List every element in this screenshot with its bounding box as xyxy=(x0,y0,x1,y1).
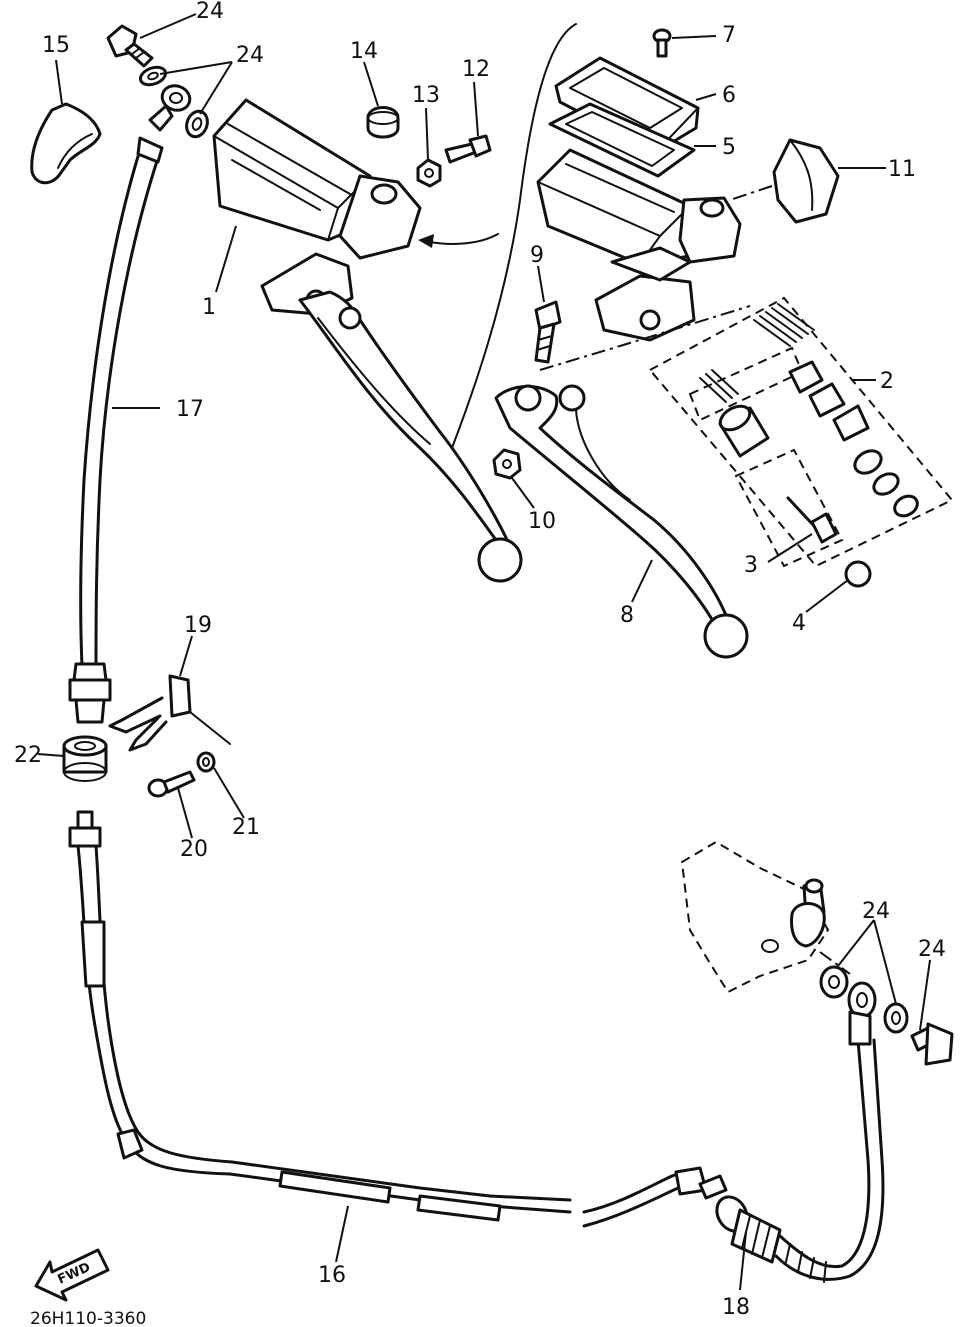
callout-7: 7 xyxy=(722,23,736,48)
callout-9: 9 xyxy=(530,243,544,268)
part-22-grommet xyxy=(62,735,108,782)
callout-8: 8 xyxy=(620,603,634,628)
part-8-lever xyxy=(494,384,749,659)
fwd-arrow-icon: FWD xyxy=(34,1248,110,1302)
part-9-pivot-bolt xyxy=(534,300,562,364)
part-23-union-bolt-bottom xyxy=(910,1022,954,1066)
part-7-screw xyxy=(652,28,672,58)
master-cylinder-body xyxy=(536,148,742,342)
part-16-clutch-hose-lower xyxy=(68,810,708,1228)
callout-10: 10 xyxy=(528,509,556,534)
part-5-diaphragm xyxy=(548,102,696,178)
part-15-rubber-boot xyxy=(30,102,102,185)
callout-5: 5 xyxy=(722,135,736,160)
part-24-copper-washers-top xyxy=(138,65,209,139)
leader-lines xyxy=(37,13,931,1291)
callout-21: 21 xyxy=(232,815,260,840)
part-2-piston-kit xyxy=(648,296,954,568)
swap-arrow xyxy=(418,233,499,248)
callout-22: 22 xyxy=(14,743,42,768)
part-21-washer xyxy=(196,751,216,773)
callout-18: 18 xyxy=(722,1295,750,1320)
part-18-fitting xyxy=(698,1038,885,1283)
part-20-screw xyxy=(147,770,196,798)
callout-13: 13 xyxy=(412,83,440,108)
callout-19: 19 xyxy=(184,613,212,638)
callout-6: 6 xyxy=(722,83,736,108)
callout-20: 20 xyxy=(180,837,208,862)
callout-16: 16 xyxy=(318,1263,346,1288)
alignment-line xyxy=(539,305,751,371)
callout-1: 1 xyxy=(202,295,216,320)
part-23-union-bolt-top xyxy=(106,24,154,68)
callout-24-top: 24 xyxy=(236,43,264,68)
callout-3: 3 xyxy=(744,553,758,578)
part-13-nut xyxy=(416,158,442,188)
separator-line xyxy=(451,23,577,449)
callout-17: 17 xyxy=(176,397,204,422)
part-12-bolt xyxy=(444,134,492,164)
callout-2: 2 xyxy=(880,369,894,394)
callout-23-top: 24 xyxy=(196,0,224,24)
part-3-push-rod xyxy=(786,496,838,544)
part-17-clutch-hose-upper xyxy=(68,84,192,724)
part-10-nut xyxy=(492,448,522,480)
part-19-hose-bracket xyxy=(108,674,231,752)
callout-24-bottom: 24 xyxy=(862,899,890,924)
callout-4: 4 xyxy=(792,611,806,636)
part-14-cap xyxy=(366,106,400,139)
callout-14: 14 xyxy=(350,39,378,64)
drawing-code: 26H110-3360 xyxy=(30,1309,146,1327)
callout-12: 12 xyxy=(462,57,490,82)
part-1-master-cylinder-assembly xyxy=(212,98,523,583)
part-11-holder xyxy=(729,138,840,224)
callout-labels: 24 15 24 14 13 12 7 6 5 11 9 1 2 17 10 3… xyxy=(14,0,946,1320)
part-4-dust-boot xyxy=(844,560,872,588)
callout-11: 11 xyxy=(888,157,916,182)
callout-23-bottom: 24 xyxy=(918,937,946,962)
callout-15: 15 xyxy=(42,33,70,58)
part-24-copper-washers-bottom xyxy=(819,965,909,1046)
release-cylinder xyxy=(680,840,851,994)
